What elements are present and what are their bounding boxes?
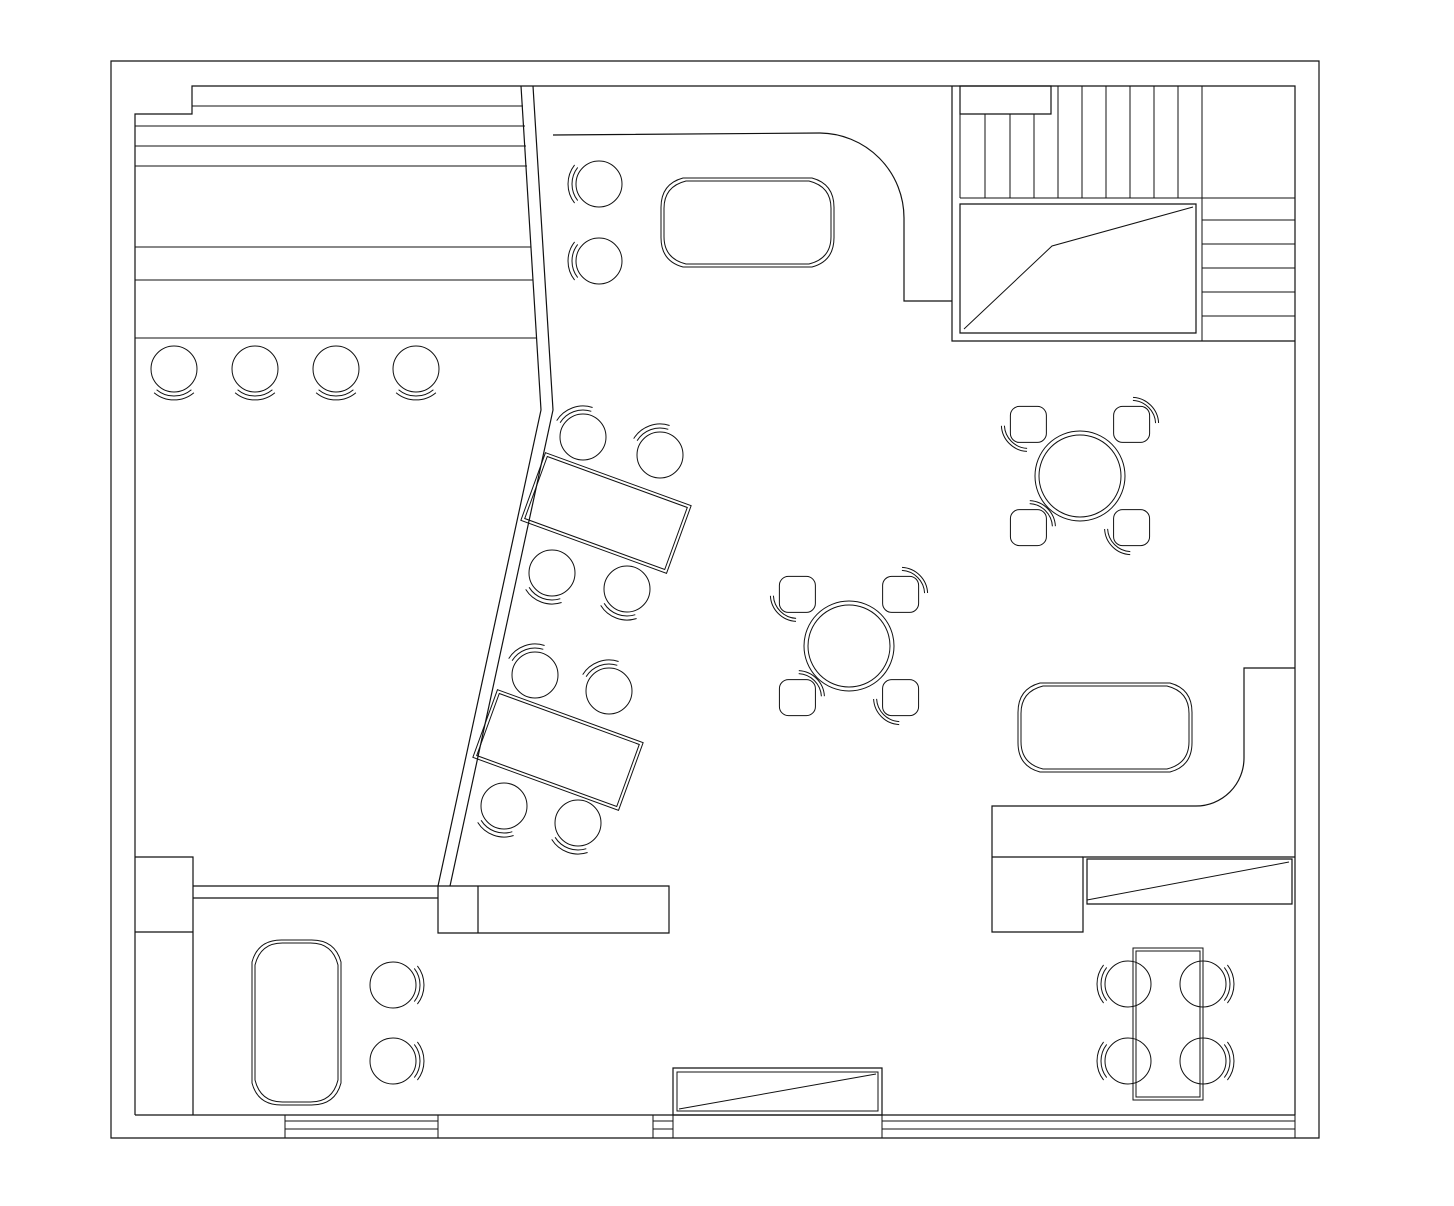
chair <box>568 161 622 207</box>
bar-stool <box>393 346 439 400</box>
armchair <box>874 680 919 725</box>
armchair <box>1105 510 1150 555</box>
chair <box>1180 961 1234 1007</box>
rect-table <box>1133 948 1203 1100</box>
slanted-partition <box>438 86 553 886</box>
oval-table <box>252 940 341 1105</box>
top-left-tiers <box>135 106 536 338</box>
chair <box>1180 1038 1234 1084</box>
rect-table <box>473 690 643 811</box>
bar-stool <box>232 346 278 400</box>
oval-table <box>661 178 834 267</box>
armchair <box>1001 406 1046 451</box>
chair <box>583 660 632 714</box>
chair <box>526 550 575 604</box>
chair <box>1097 1038 1151 1084</box>
curved-counter-top <box>553 133 952 301</box>
round-table-set <box>770 567 927 724</box>
furniture <box>151 161 1234 1105</box>
chair <box>478 783 527 837</box>
chair <box>370 1038 424 1084</box>
chair <box>370 962 424 1008</box>
chair <box>557 406 606 460</box>
staircase <box>952 86 1295 341</box>
armchair <box>1010 501 1055 546</box>
rect-table <box>521 453 691 574</box>
bar-stool <box>313 346 359 400</box>
curved-counter-right <box>992 668 1295 932</box>
armchair <box>770 576 815 621</box>
outer-walls <box>111 61 1319 1138</box>
oval-table <box>1018 683 1192 772</box>
chair <box>552 800 601 854</box>
bottom-windows <box>285 1115 1295 1138</box>
chair <box>634 424 683 478</box>
chair <box>568 238 622 284</box>
bottom-left-partitions <box>135 857 669 1115</box>
round-table-set <box>1001 397 1158 554</box>
bottom-cabinet <box>673 1068 882 1115</box>
armchair <box>779 671 824 716</box>
armchair <box>1114 397 1159 442</box>
chair <box>509 644 558 698</box>
bar-stool <box>151 346 197 400</box>
armchair <box>883 567 928 612</box>
chair <box>1097 961 1151 1007</box>
chair <box>601 566 650 620</box>
